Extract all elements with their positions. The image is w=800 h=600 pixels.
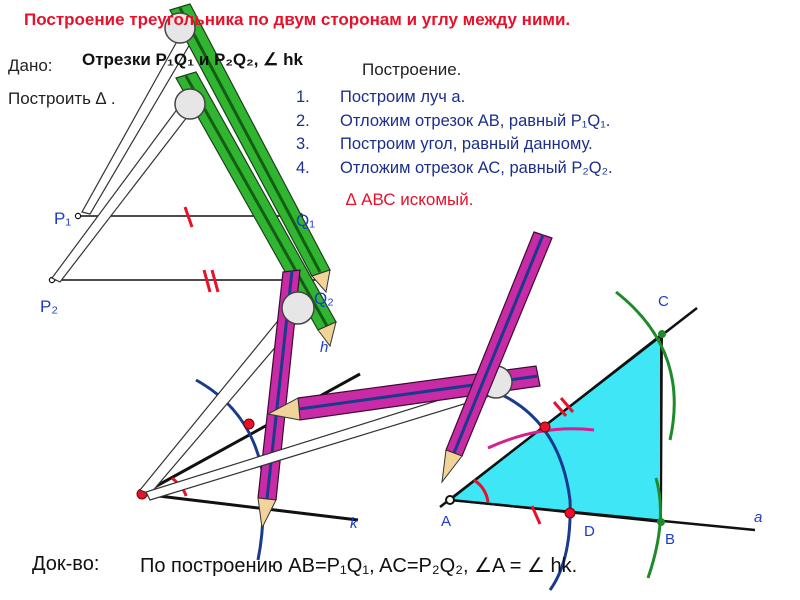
label-q1: Q₁: [296, 211, 315, 230]
label-h: h: [320, 339, 328, 356]
step-text: Построим луч а.: [340, 88, 466, 106]
result-text: ∆ АВС искомый.: [346, 190, 474, 209]
construction-title: Построение.: [362, 60, 462, 79]
step-text: Отложим отрезок АС, равный P₂Q₂.: [340, 158, 613, 177]
step-number: 3.: [296, 135, 310, 153]
label-a-point: A: [441, 513, 451, 530]
build-label: Построить ∆ .: [8, 89, 116, 108]
label-b-point: B: [665, 531, 675, 548]
step-item: 1. Построим луч а.: [296, 86, 613, 110]
label-d-point: D: [584, 523, 595, 540]
compass-middle: [51, 71, 337, 348]
step-item: 4. Отложим отрезок АС, равный P₂Q₂.: [296, 157, 613, 181]
proof-label: Док-во:: [32, 553, 100, 575]
construction-steps: 1. Построим луч а. 2. Отложим отрезок АВ, …: [296, 86, 613, 180]
step-number: 2.: [296, 111, 310, 130]
compass-upper: [81, 3, 331, 294]
label-q2: Q₂: [314, 289, 334, 308]
triangle-abc: [439, 290, 756, 591]
compass-triangle: [441, 231, 553, 484]
label-ray-a: a: [754, 509, 762, 526]
step-item: 2. Отложим отрезок АВ, равный P₁Q₁.: [296, 110, 613, 134]
page-title: Построение треугольника по двум сторонам…: [24, 10, 571, 29]
step-number: 4.: [296, 158, 310, 177]
step-number: 1.: [296, 88, 310, 106]
step-item: 3. Построим угол, равный данному.: [296, 133, 613, 157]
compass-left: [139, 269, 315, 530]
given-label: Дано:: [8, 56, 53, 75]
label-c-point: C: [658, 293, 669, 310]
given-text: Отрезки P₁Q₁ и P₂Q₂, ∠ hk: [82, 50, 303, 69]
label-p2: P₂: [40, 297, 58, 316]
label-p1: P₁: [54, 209, 71, 228]
label-k: k: [350, 515, 359, 532]
proof-text: По построению AB=P₁Q₁, AC=P₂Q₂, ∠A = ∠ h…: [140, 555, 578, 577]
step-text: Отложим отрезок АВ, равный P₁Q₁.: [340, 111, 611, 130]
step-text: Построим угол, равный данному.: [340, 135, 593, 153]
